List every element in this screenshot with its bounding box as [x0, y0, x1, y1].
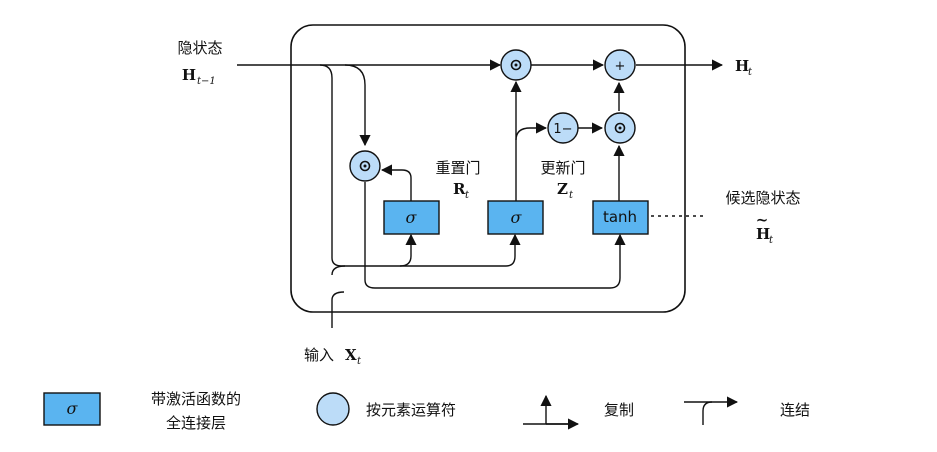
svg-text:1−: 1−: [553, 122, 572, 137]
legend-elementwise-circle: [316, 392, 350, 426]
svg-text:σ: σ: [67, 399, 79, 418]
wire-bus-to-reset: [399, 233, 417, 267]
candidate-tilde: ~: [756, 211, 769, 229]
h-prev-var: H: [182, 66, 196, 84]
legend-elementwise-label: 按元素运算符: [366, 401, 456, 419]
plus-op: +: [604, 49, 636, 81]
mul-op-reset: [349, 150, 381, 182]
update-gate-label: 更新门: [540, 159, 585, 177]
h-out-sub: t: [748, 67, 753, 78]
wire-x-input: [331, 291, 345, 328]
legend-copy-label: 复制: [604, 401, 634, 419]
input-var: X: [345, 346, 357, 364]
reset-gate-label: 重置门: [435, 159, 480, 177]
legend-activation-line1: 带激活函数的: [151, 390, 241, 408]
wire-update-to-oneminus: [515, 122, 548, 141]
tanh-layer: tanh: [592, 200, 649, 235]
svg-text:+: +: [615, 59, 626, 74]
wire-hprev-down: [319, 64, 521, 267]
update-gate-layer: σ: [487, 200, 544, 235]
update-var: Z: [557, 180, 568, 198]
legend-activation-box: σ: [43, 392, 101, 426]
legend-activation-line2: 全连接层: [166, 414, 226, 432]
legend-concat-label: 连结: [780, 401, 810, 419]
wire-resetmul-to-tanh: [364, 182, 626, 289]
reset-sub: t: [465, 190, 470, 201]
wire-x-to-reset: [331, 265, 346, 276]
reset-var: R: [453, 180, 466, 198]
candidate-var: H: [756, 225, 770, 243]
wire-reset-to-mul: [380, 164, 412, 201]
legend-concat-icon: [702, 396, 739, 425]
mul-op-top: [500, 49, 532, 81]
candidate-label: 候选隐状态: [725, 189, 800, 207]
input-sub: t: [357, 356, 362, 367]
svg-text:σ: σ: [406, 208, 418, 227]
wire-hprev-to-reset-mul: [344, 64, 371, 147]
gru-cell-frame: [290, 24, 686, 313]
update-sub: t: [569, 190, 574, 201]
candidate-sub: t: [769, 235, 774, 246]
reset-gate-layer: σ: [383, 200, 440, 235]
one-minus-op: 1−: [547, 112, 579, 144]
hidden-state-label: 隐状态: [177, 39, 222, 57]
svg-text:σ: σ: [511, 208, 523, 227]
legend-copy-icon: [523, 396, 570, 425]
input-label: 输入: [304, 346, 334, 364]
mul-op-update: [604, 112, 636, 144]
h-out-var: H: [735, 57, 749, 75]
h-prev-sub: t−1: [197, 76, 216, 87]
svg-text:tanh: tanh: [603, 208, 637, 226]
